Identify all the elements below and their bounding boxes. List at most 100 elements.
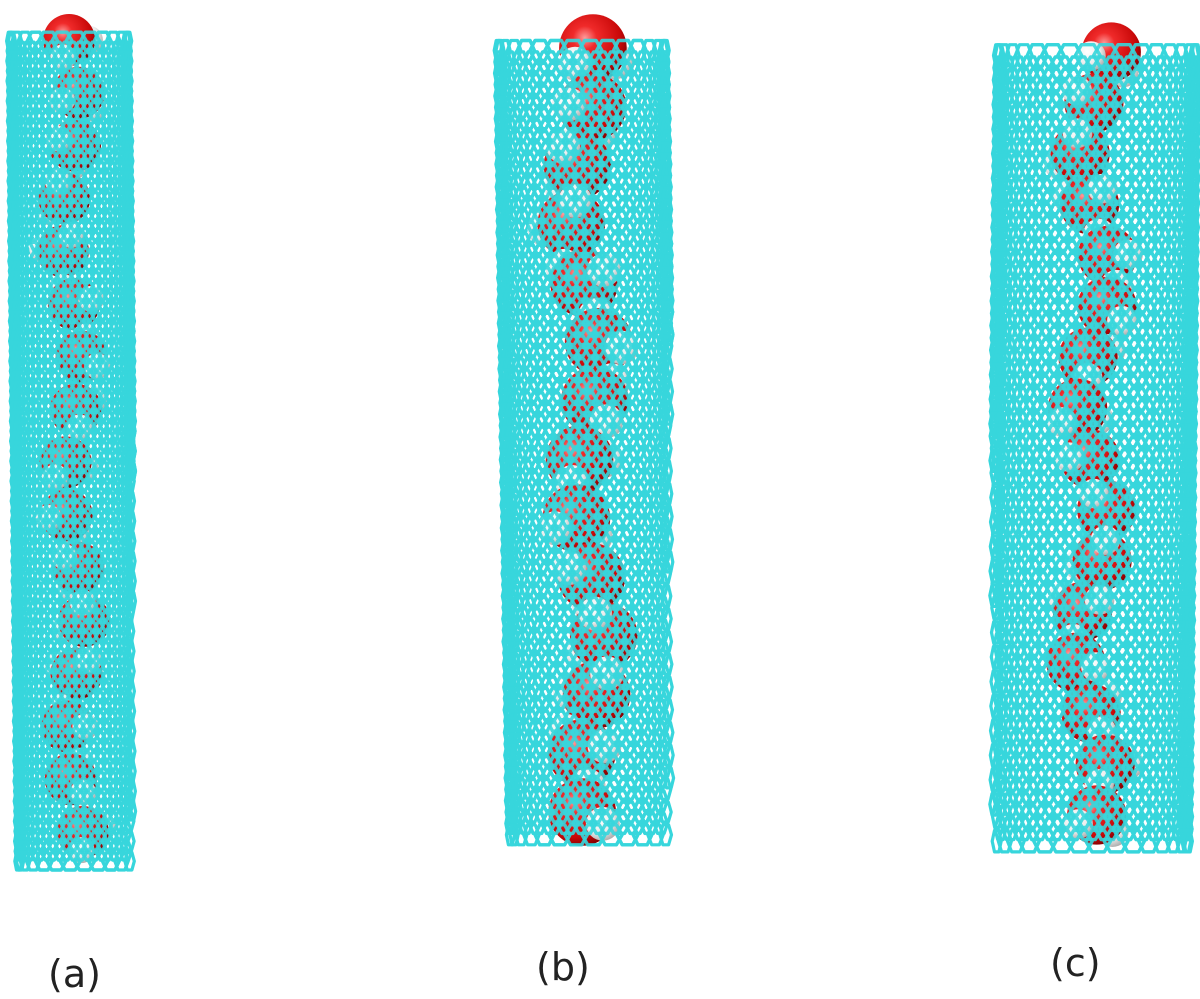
carbon-ring [27,660,46,682]
carbon-ring [547,823,572,847]
carbon-ring [27,720,47,742]
carbon-ring [1016,300,1039,326]
carbon-ring [24,440,44,462]
carbon-ring [526,789,548,813]
carbon-ring [1015,423,1038,449]
carbon-ring [523,539,544,563]
carbon-ring [100,850,121,872]
carbon-ring [1007,681,1028,707]
carbon-ring [18,850,32,872]
carbon-ring [520,379,542,404]
carbon-ring [519,266,540,290]
carbon-ring [26,560,45,582]
carbon-ring [518,198,539,222]
carbon-ring [1014,521,1037,547]
carbon-ring [519,288,540,313]
carbon-ring [22,180,41,202]
carbon-ring [522,470,543,495]
carbon-ring [1017,227,1040,253]
carbon-ring [527,811,548,836]
carbon-ring [22,220,42,242]
carbon-ring [1008,583,1029,608]
carbon-ring [24,380,43,402]
carbon-ring [23,320,43,342]
carbon-ring [615,823,640,847]
panel-b-nanotube [492,14,676,847]
carbon-ring [1165,828,1182,854]
carbon-ring [26,600,45,622]
tube-front-wall [1011,43,1175,854]
panel-c-nanotube [988,22,1200,854]
carbon-ring [998,681,1015,707]
carbon-ring [516,107,538,131]
carbon-ring [525,698,546,722]
carbon-ring [522,823,541,847]
carbon-ring [516,84,537,108]
carbon-ring [524,629,545,654]
carbon-ring [989,693,1002,719]
carbon-ring [515,38,537,63]
carbon-ring [521,425,542,449]
carbon-ring [989,620,1002,645]
tube-front-wall [20,30,126,872]
carbon-ring [993,792,1008,817]
carbon-ring [522,493,543,517]
carbon-ring [1013,595,1036,621]
carbon-ring [988,792,1001,817]
carbon-ring [1014,546,1036,572]
carbon-ring [72,850,97,872]
carbon-ring [1159,792,1178,817]
carbon-ring [1016,325,1039,351]
carbon-ring [521,448,543,472]
carbon-ring [520,334,541,358]
carbon-ring [990,804,1003,829]
carbon-ring [25,480,44,502]
carbon-ring [1013,620,1036,645]
carbon-ring [1001,792,1020,817]
carbon-ring [1016,349,1038,375]
carbon-ring [21,80,40,102]
carbon-ring [999,583,1016,608]
carbon-ring [26,640,46,662]
carbon-ring [21,100,40,122]
carbon-ring [525,675,546,699]
carbon-ring [1182,828,1194,854]
carbon-ring [45,850,68,872]
carbon-ring [28,820,48,842]
carbon-ring [23,340,43,362]
carbon-ring [1015,399,1038,424]
carbon-ring [25,500,44,522]
carbon-ring [1017,202,1040,228]
carbon-ring [597,823,624,847]
carbon-ring [25,520,45,542]
carbon-ring [24,420,44,442]
carbon-ring [988,742,1001,768]
carbon-ring [990,828,1003,854]
carbon-ring [1015,448,1037,474]
carbon-ring [24,400,43,422]
carbon-ring [516,129,538,154]
carbon-ring [1018,129,1041,154]
carbon-ring [1014,497,1037,523]
carbon-ring [24,360,43,382]
carbon-ring [25,460,44,482]
carbon-ring [23,280,42,302]
carbon-ring [519,311,541,335]
carbon-ring [22,240,42,262]
carbon-ring [517,175,539,199]
carbon-ring [28,840,48,862]
carbon-ring [508,823,520,847]
carbon-ring [27,680,46,702]
carbon-ring [58,850,82,872]
carbon-ring [631,823,654,847]
carbon-ring [520,357,541,381]
carbon-ring [21,120,41,142]
carbon-ring [524,607,545,631]
carbon-ring [580,823,607,847]
carbon-ring [1018,153,1040,179]
carbon-ring [1017,178,1040,203]
carbon-ring [517,152,538,176]
carbon-ring [1019,55,1041,81]
carbon-ring [23,260,42,282]
